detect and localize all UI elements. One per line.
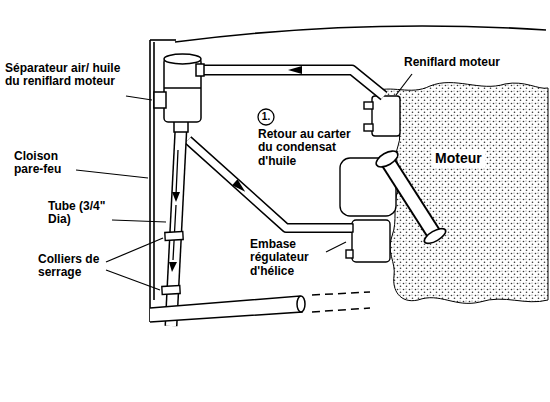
governor-base — [346, 220, 390, 262]
flow-arrow — [169, 262, 177, 272]
governor-tab — [346, 250, 353, 258]
breather-pipe — [200, 66, 384, 96]
separator-inlet — [196, 64, 204, 76]
governor-body — [352, 220, 390, 262]
flow-arrow — [232, 179, 248, 194]
drain-tube — [162, 128, 183, 326]
fitting-tab — [364, 124, 373, 131]
pipe-end — [297, 296, 305, 312]
engine-body — [372, 83, 548, 304]
breather-fitting — [364, 96, 400, 136]
callout-circle: 1. — [257, 108, 275, 126]
firewall-line — [153, 42, 155, 300]
fitting-body — [372, 96, 400, 136]
pipe-body — [150, 296, 302, 322]
leader-line — [106, 238, 163, 262]
tube-fill — [171, 128, 181, 326]
leader-line — [326, 242, 346, 252]
part-label: Retour au carter du condensat d'huile — [258, 128, 368, 168]
tube-fill — [388, 162, 434, 234]
hose-clamp — [165, 232, 183, 241]
firewall-line — [149, 40, 151, 322]
part-label: Séparateur air/ huile du reniflard moteu… — [5, 62, 125, 89]
pipe-outline — [200, 70, 384, 96]
firewall-top — [150, 39, 176, 41]
leader-line — [76, 170, 148, 178]
pipe-continuation — [312, 292, 370, 312]
hose-clamp — [162, 286, 180, 295]
exhaust-pipe — [150, 292, 370, 322]
separator-band — [164, 87, 201, 89]
flow-arrow — [172, 192, 180, 202]
tube-cap — [422, 226, 448, 247]
leader-lines — [76, 74, 412, 290]
pipe-fill — [200, 70, 384, 96]
cowling-line — [175, 26, 546, 42]
air-oil-separator — [154, 54, 204, 132]
part-label: Tube (3/4" Dia) — [48, 200, 110, 227]
leader-line — [396, 74, 412, 95]
separator-cap — [164, 54, 201, 64]
part-label: Reniflard moteur — [404, 56, 500, 69]
leader-line — [126, 96, 152, 100]
tube-outline — [388, 162, 434, 234]
flow-arrow — [288, 66, 302, 74]
callout-ring — [258, 109, 274, 125]
separator-bracket — [154, 92, 166, 108]
tube-outline — [171, 128, 181, 326]
part-label: Cloison pare-feu — [14, 150, 76, 177]
fitting-tab — [364, 102, 373, 109]
part-label: Colliers de serrage — [38, 253, 106, 280]
callout-number: 1. — [257, 112, 275, 122]
leader-line — [112, 220, 166, 222]
flow-line — [173, 150, 178, 260]
engine-label: Moteur — [432, 150, 485, 168]
tube-ring — [374, 148, 401, 170]
leader-line — [106, 270, 160, 290]
part-label: Embase régulateur d'hélice — [250, 238, 328, 278]
